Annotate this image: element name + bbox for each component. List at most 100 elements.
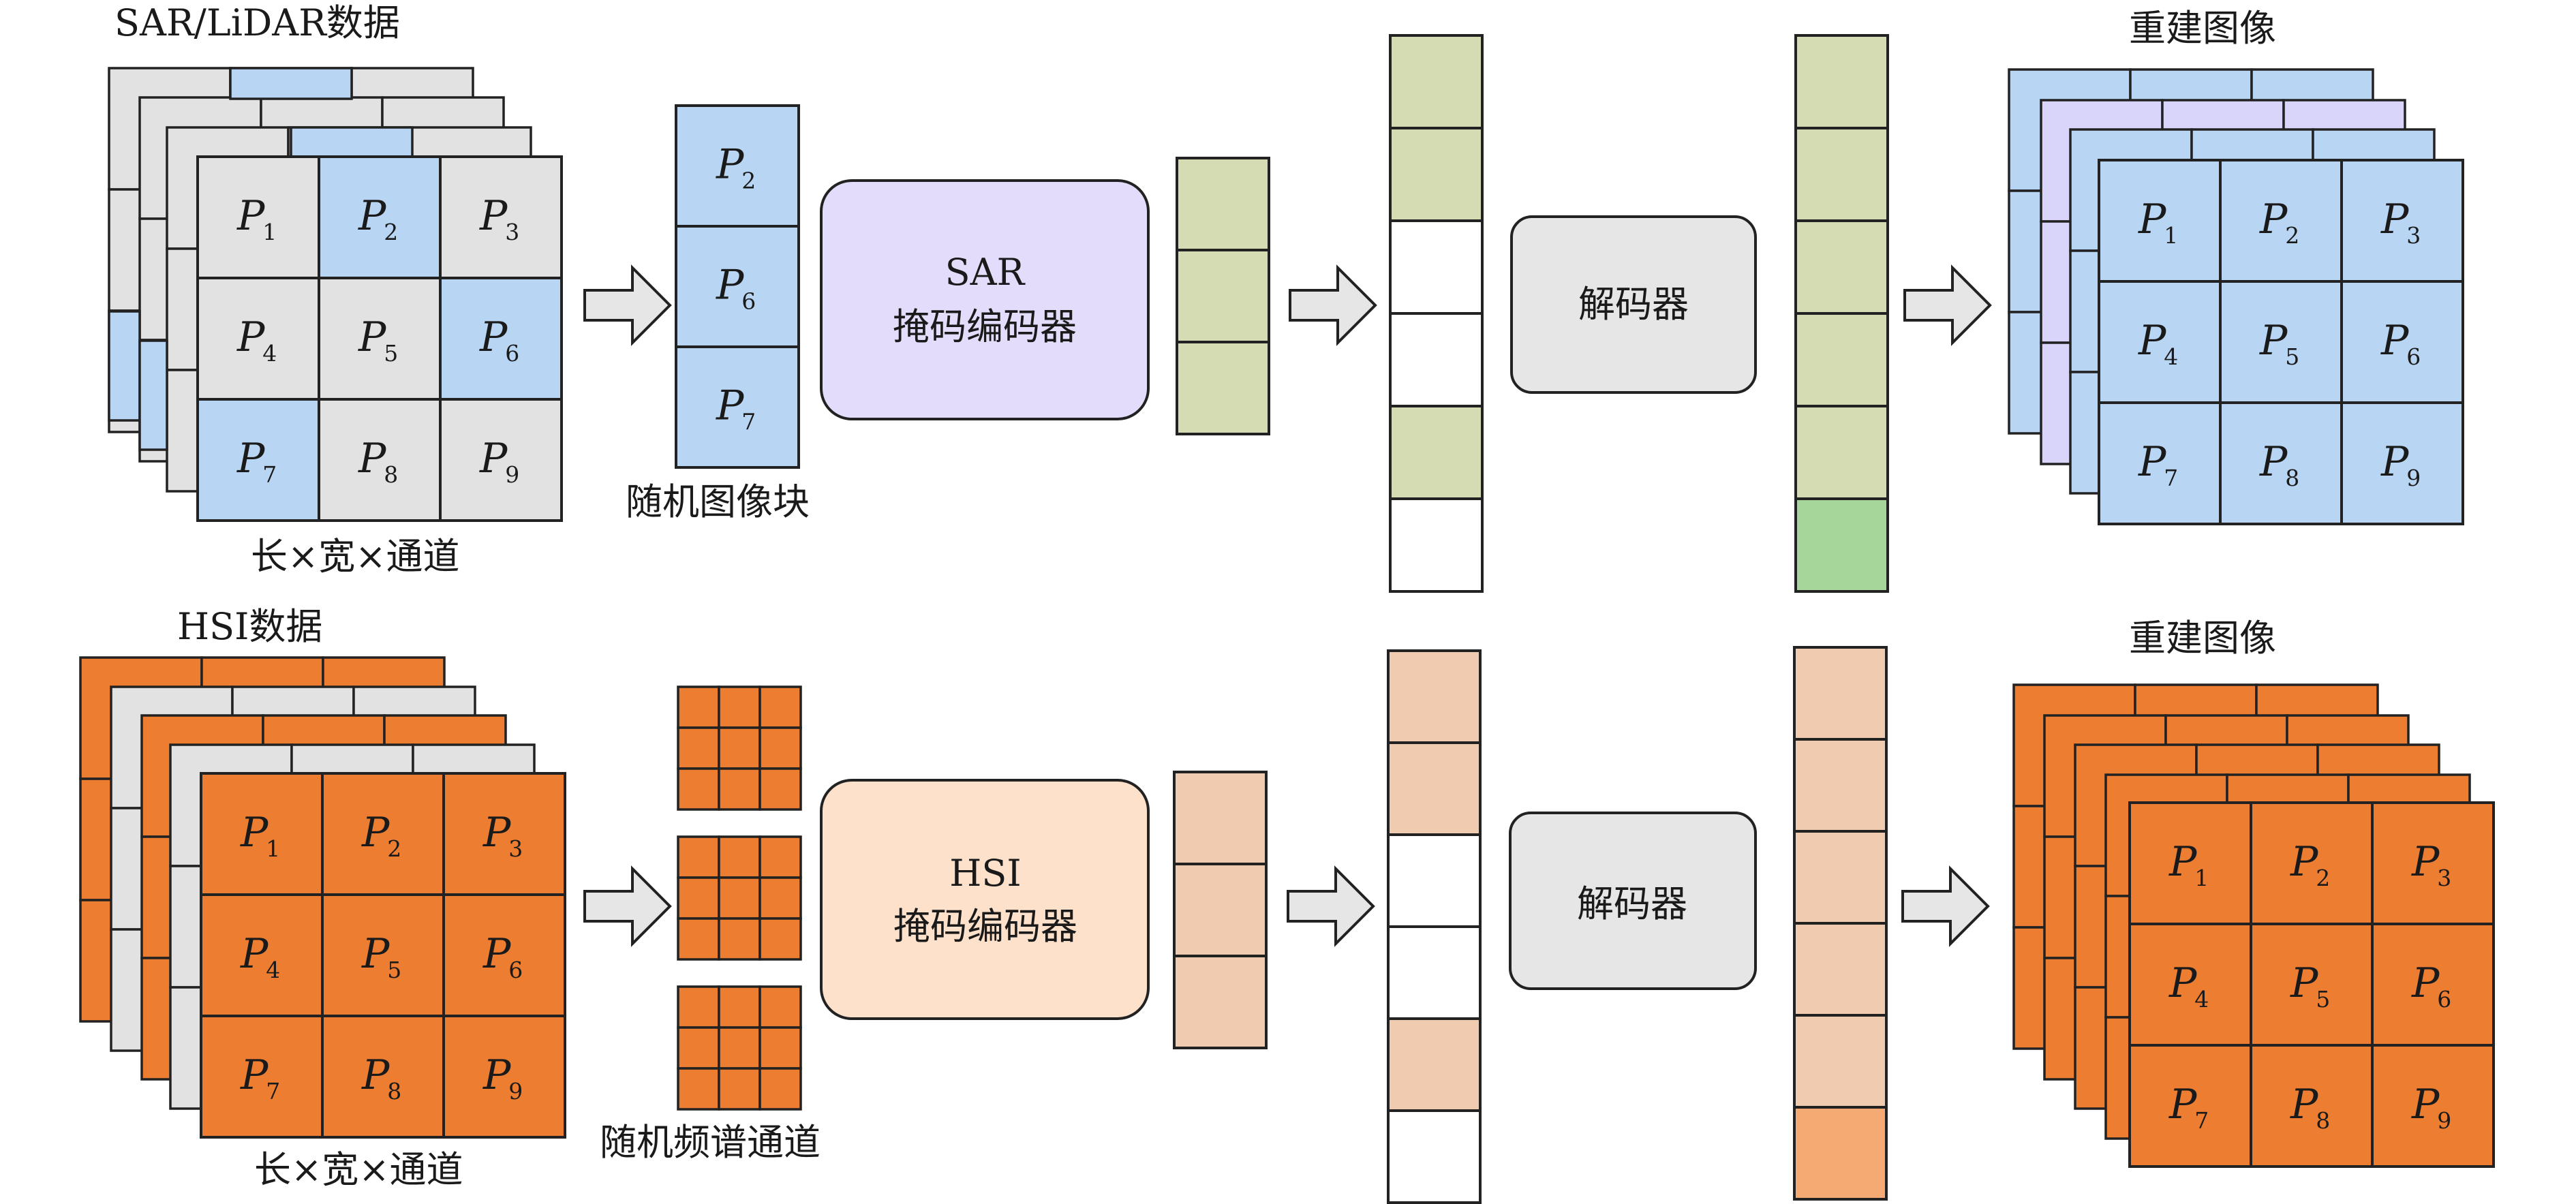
sar-recon-label: P xyxy=(2138,196,2167,243)
hsi-patch-label: P xyxy=(361,930,390,978)
hsi-grid-cell xyxy=(200,1015,324,1139)
sar-patch-label: P xyxy=(479,313,508,361)
hsi-grid-cell xyxy=(321,893,445,1017)
sar-recon-cell xyxy=(2340,159,2464,283)
sar-token-sequence-cell xyxy=(1389,405,1484,500)
sar-visible-patch-label: P xyxy=(716,382,745,430)
sar-recon-label-sub: 4 xyxy=(2164,343,2178,370)
sar-patch-label-sub: 8 xyxy=(384,461,398,488)
hsi-spectral-channel-cell xyxy=(677,835,720,879)
hsi-patch-label: P xyxy=(361,809,390,856)
sar-grid-cell xyxy=(439,277,563,401)
sar-arrow-to-patches xyxy=(583,264,672,346)
sar-encoder-label-2: 掩码编码器 xyxy=(893,305,1077,348)
hsi-spectral-channel-cell xyxy=(758,685,802,729)
hsi-spectral-channel-cell xyxy=(718,876,761,920)
sar-patch-label: P xyxy=(236,313,266,361)
hsi-input-dims: 长×宽×通道 xyxy=(254,1148,463,1191)
hsi-grid-cell xyxy=(442,772,566,896)
sar-recon-label-sub: 5 xyxy=(2285,343,2299,370)
sar-patch-label-sub: 7 xyxy=(262,461,277,488)
hsi-patch-label-sub: 2 xyxy=(387,835,401,862)
hsi-decoded-token xyxy=(1793,830,1888,925)
hsi-recon-label: P xyxy=(2411,959,2440,1007)
hsi-recon-label-sub: 9 xyxy=(2437,1107,2451,1134)
sar-patch-label: P xyxy=(479,435,508,482)
sar-encoded-token xyxy=(1176,157,1270,251)
hsi-arrow-to-sequence xyxy=(1287,865,1375,947)
sar-patch-label-sub: 2 xyxy=(384,219,398,245)
hsi-spectral-channel-cell xyxy=(758,876,802,920)
hsi-spectral-channel-cell xyxy=(718,767,761,811)
hsi-arrow-to-channels xyxy=(583,865,672,947)
sar-visible-patch-label-sub: 6 xyxy=(741,288,756,315)
hsi-recon-label: P xyxy=(2411,1081,2440,1128)
hsi-patch-label-sub: 4 xyxy=(266,957,280,983)
sar-recon-cell xyxy=(2340,280,2464,404)
hsi-spectral-channel-cell xyxy=(718,985,761,1029)
hsi-patch-label: P xyxy=(240,809,269,856)
hsi-patch-label-sub: 9 xyxy=(508,1078,523,1105)
hsi-spectral-channel-cell xyxy=(677,685,720,729)
hsi-token-sequence-cell xyxy=(1387,1017,1482,1112)
hsi-recon-label-sub: 1 xyxy=(2194,865,2209,891)
hsi-patch-label-sub: 3 xyxy=(508,835,523,862)
sar-patch-label-sub: 9 xyxy=(505,461,519,488)
sar-patch-label: P xyxy=(358,192,387,240)
hsi-decoded-token xyxy=(1793,1014,1888,1109)
sar-visible-patch-label-sub: 2 xyxy=(741,168,756,194)
hsi-spectral-channel-cell xyxy=(677,726,720,770)
sar-back-blue-left2 xyxy=(138,339,168,451)
sar-visible-patch xyxy=(675,345,800,469)
sar-recon-label: P xyxy=(2380,438,2410,486)
sar-patch-label: P xyxy=(236,435,266,482)
sar-recon-label-sub: 8 xyxy=(2285,465,2299,491)
hsi-encoder-label-1: HSI xyxy=(949,852,1021,895)
hsi-decoded-token xyxy=(1793,738,1888,833)
sar-patch-label: 随机图像块 xyxy=(626,480,810,523)
hsi-grid-cell xyxy=(442,1015,566,1139)
sar-recon-label-sub: 3 xyxy=(2406,222,2421,249)
hsi-patch-label: P xyxy=(482,1051,512,1099)
hsi-recon-label: P xyxy=(2290,1081,2319,1128)
sar-patch-label-sub: 1 xyxy=(262,219,277,245)
hsi-patch-label: P xyxy=(361,1051,390,1099)
sar-grid-cell xyxy=(439,155,563,279)
sar-decoded-token xyxy=(1794,312,1889,407)
sar-input-dims: 长×宽×通道 xyxy=(251,535,460,578)
hsi-decoded-token xyxy=(1793,646,1888,741)
hsi-recon-label: P xyxy=(2290,959,2319,1007)
hsi-spectral-channel-cell xyxy=(758,917,802,961)
sar-token-sequence-cell xyxy=(1389,312,1484,407)
sar-patch-label: P xyxy=(236,192,266,240)
hsi-recon-label-sub: 4 xyxy=(2194,986,2209,1013)
sar-back-blue-left xyxy=(108,310,141,422)
sar-recon-label-sub: 2 xyxy=(2285,222,2299,249)
sar-recon-label: P xyxy=(2259,317,2288,365)
sar-grid-cell xyxy=(318,398,442,522)
arrows xyxy=(583,264,1992,947)
hsi-spectral-channel-cell xyxy=(758,1026,802,1070)
hsi-recon-label-sub: 6 xyxy=(2437,986,2451,1013)
sar-back-blue-1 xyxy=(290,126,414,159)
hsi-spectral-channel-cell xyxy=(718,1026,761,1070)
sar-recon-label-sub: 1 xyxy=(2164,222,2178,249)
hsi-patch-label-sub: 6 xyxy=(508,957,523,983)
blocks xyxy=(675,34,1889,1204)
hsi-token-sequence-cell xyxy=(1387,1109,1482,1204)
hsi-patch-label: P xyxy=(482,930,512,978)
hsi-recon-label: P xyxy=(2411,838,2440,886)
sar-token-sequence-cell xyxy=(1389,34,1484,129)
sar-back-blue-0 xyxy=(229,67,353,100)
hsi-patch-label: 随机频谱通道 xyxy=(600,1121,821,1164)
sar-recon-cell xyxy=(2098,159,2222,283)
sar-arrow-to-sequence xyxy=(1289,264,1377,346)
hsi-recon-label: P xyxy=(2168,1081,2198,1128)
hsi-input-title: HSI数据 xyxy=(177,605,322,648)
sar-decoded-token xyxy=(1794,219,1889,315)
hsi-patch-label-sub: 8 xyxy=(387,1078,401,1105)
sar-patch-label-sub: 6 xyxy=(505,340,519,367)
hsi-arrow-to-recon xyxy=(1901,865,1990,947)
hsi-spectral-channel-cell xyxy=(758,1067,802,1111)
sar-recon-cell xyxy=(2098,401,2222,525)
